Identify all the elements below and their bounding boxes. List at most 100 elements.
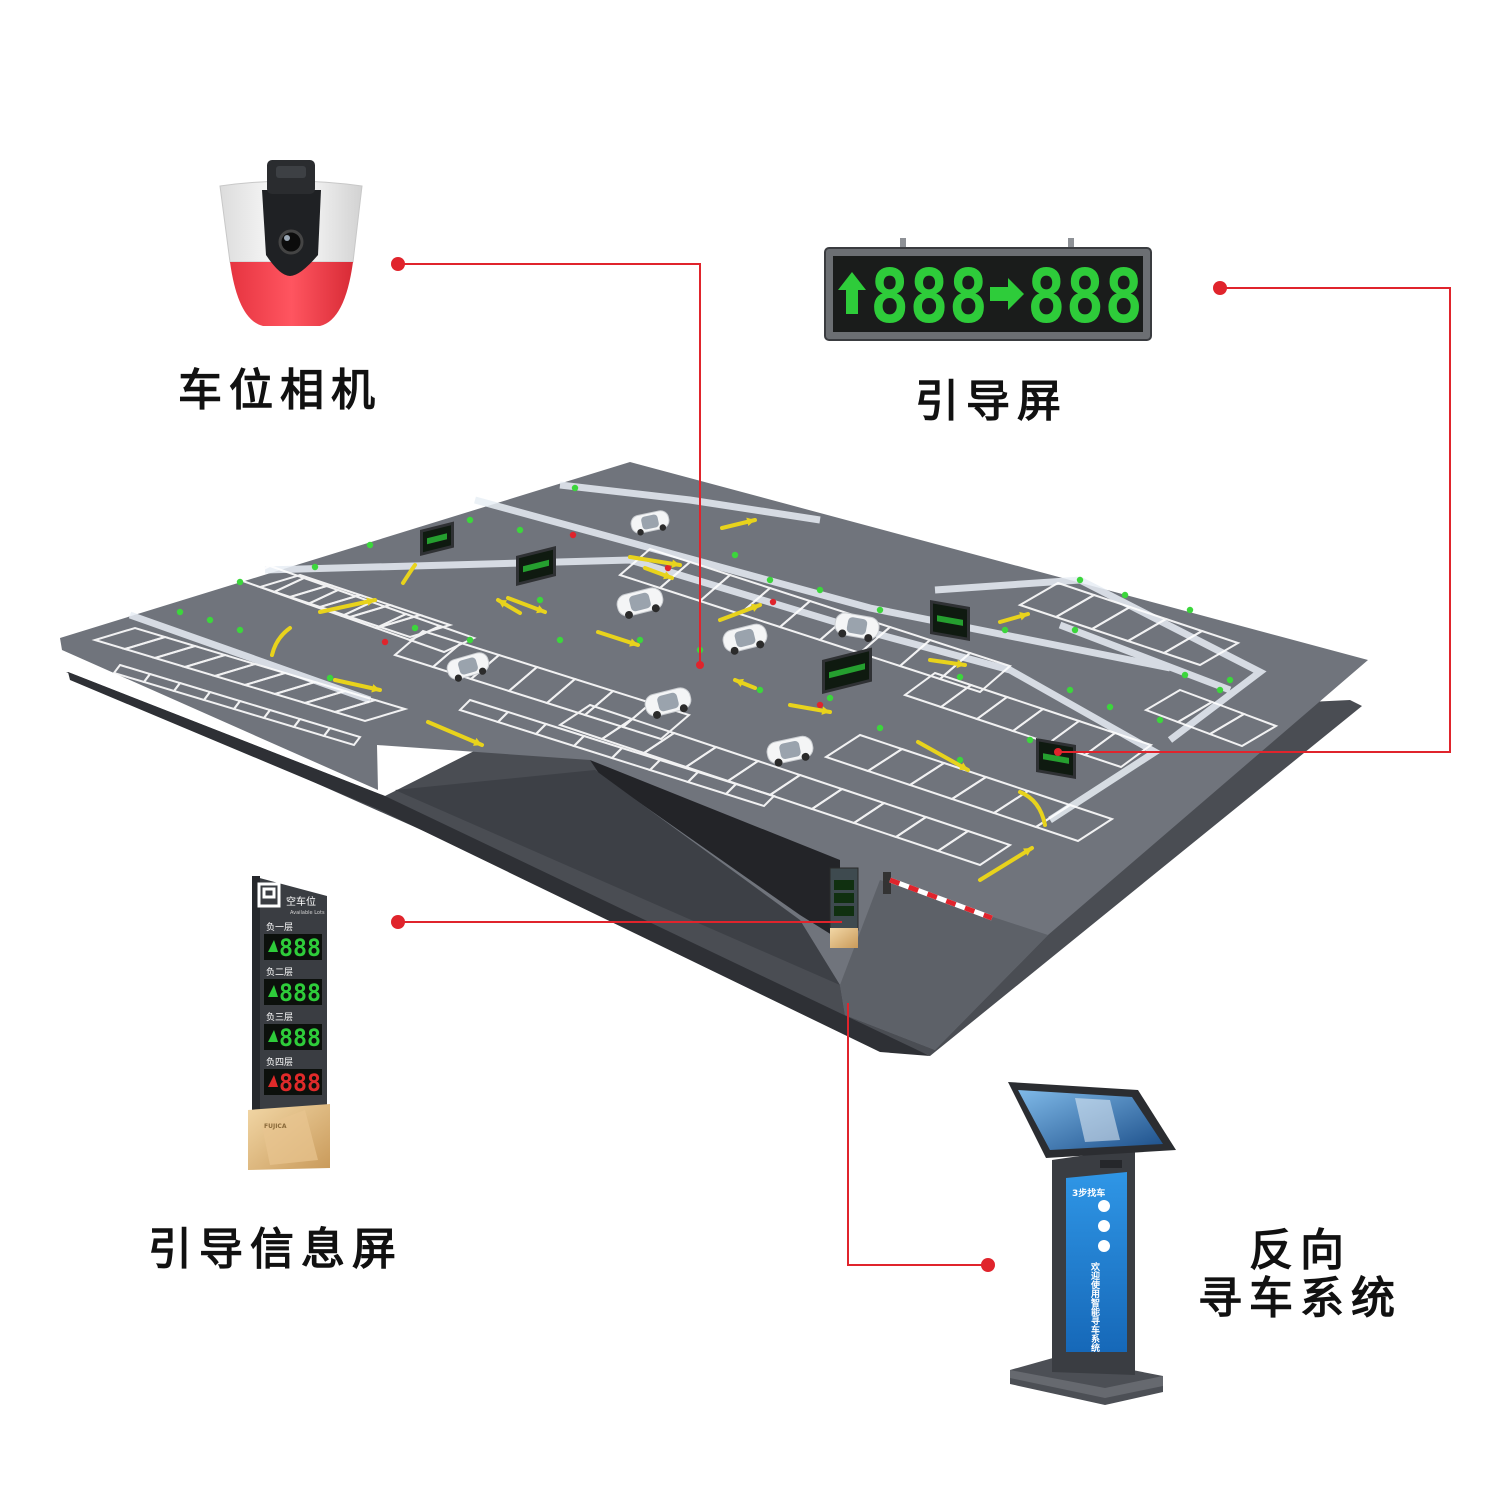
- label-search-system-line1: 反向: [1249, 1225, 1351, 1276]
- car: [630, 510, 670, 536]
- green-light-icon: [1026, 736, 1034, 744]
- parking-space: [322, 726, 362, 747]
- floor-guide-screen: [1036, 738, 1076, 780]
- floor-arrow-head-icon: [1023, 848, 1032, 856]
- search-kiosk-product: 3步找车 欢迎使用智能寻车系统: [1008, 1082, 1176, 1405]
- right-arrow-icon: [990, 278, 1024, 310]
- green-light-icon: [411, 624, 419, 632]
- parking-space: [935, 829, 1013, 867]
- green-light-icon: [731, 551, 739, 559]
- car: [616, 587, 664, 619]
- floor-arrow-head-icon: [959, 762, 968, 770]
- up-arrow-icon: [838, 272, 866, 314]
- totem-floor-arrow-icon: [268, 1075, 278, 1087]
- totem-header-cn: 空车位: [286, 895, 316, 908]
- ramp-shadow: [590, 760, 840, 940]
- green-light-icon: [1071, 626, 1079, 634]
- totem-floor-label: 负一层: [266, 921, 293, 933]
- green-light-icon: [876, 606, 884, 614]
- spot-lights: [176, 484, 1234, 764]
- floor-arrow-head-icon: [956, 659, 965, 669]
- red-light-icon: [816, 701, 824, 709]
- green-light-icon: [1156, 716, 1164, 724]
- floor-arrow-icon: [916, 740, 970, 772]
- curved-arrow-icon: [1018, 790, 1047, 827]
- green-light-icon: [536, 596, 544, 604]
- kiosk-welcome-text: 欢迎使用智能寻车系统: [1089, 1261, 1101, 1353]
- red-light-icon: [569, 531, 577, 539]
- totem-floor-label: 负四层: [266, 1056, 293, 1068]
- car: [834, 612, 880, 643]
- green-light-icon: [366, 541, 374, 549]
- entrance-ramp: [840, 880, 1048, 1050]
- floor-arrow-icon: [978, 846, 1034, 882]
- parking-space: [331, 698, 409, 723]
- green-light-icon: [176, 608, 184, 616]
- totem-floor-value: 888: [279, 1069, 321, 1097]
- kiosk-step-icons: [1098, 1200, 1110, 1252]
- entrance-info-screen: [829, 867, 859, 948]
- parking-p-icon: [257, 882, 281, 908]
- totem-floor-value: 888: [279, 934, 321, 962]
- lower-level-dark: [68, 672, 930, 1056]
- green-light-icon: [876, 724, 884, 732]
- camera-red-band: [230, 262, 353, 326]
- green-light-icon: [311, 563, 319, 571]
- floor-arrow-icon: [426, 720, 484, 747]
- floor-guide-screens: [420, 521, 1076, 780]
- green-light-icon: [1226, 676, 1234, 684]
- green-light-icon: [756, 686, 764, 694]
- parking-garage: [60, 462, 1368, 1056]
- curved-arrow-icon: [401, 563, 417, 585]
- totem-floor-label: 负三层: [266, 1011, 293, 1023]
- totem-floor-value: 888: [279, 979, 321, 1007]
- floor-arrow-icon: [318, 598, 377, 614]
- totem-header-en: Available Lots: [290, 910, 325, 916]
- camera-lens: [278, 229, 304, 255]
- totem-floor-arrow-icon: [268, 985, 278, 997]
- floor-arrow-head-icon: [735, 678, 744, 687]
- red-light-icon: [664, 564, 672, 572]
- green-light-icon: [816, 586, 824, 594]
- green-light-icon: [766, 576, 774, 584]
- ramp-shadow-2: [395, 770, 840, 985]
- car: [722, 623, 768, 655]
- label-guide-screen: 引导屏: [915, 376, 1068, 427]
- floor-arrow-head-icon: [473, 737, 482, 746]
- parking-space: [1207, 712, 1279, 748]
- kiosk-blue-panel: [1066, 1172, 1127, 1352]
- parking-space: [376, 613, 454, 639]
- green-light-icon: [236, 626, 244, 634]
- floor-arrow-head-icon: [536, 605, 545, 614]
- green-light-icon: [466, 636, 474, 644]
- car: [644, 687, 692, 719]
- guide-screen-product: 888 888: [824, 238, 1152, 341]
- green-light-icon: [1181, 671, 1189, 679]
- floor-guide-screen: [822, 647, 872, 694]
- floor-arrow-head-icon: [663, 571, 672, 580]
- floor-arrow-head-icon: [498, 600, 507, 608]
- floor-arrow-icon: [628, 555, 682, 567]
- info-screen-product: 空车位 Available Lots 负一层888负二层888负三层888负四层…: [248, 876, 330, 1170]
- floor-arrow-head-icon: [629, 638, 638, 647]
- guide-screen-leader-line: [1058, 287, 1451, 753]
- green-light-icon: [1121, 591, 1129, 599]
- search-system-leader-line: [847, 1003, 988, 1266]
- leader-lines: [398, 263, 1451, 1266]
- green-light-icon: [956, 673, 964, 681]
- cars: [446, 510, 880, 767]
- parking-space: [1082, 731, 1154, 769]
- barrier-gate: [883, 872, 993, 921]
- red-light-icon: [769, 598, 777, 606]
- guide-screen-right-digits: 888: [1027, 254, 1143, 340]
- green-light-icon: [1066, 686, 1074, 694]
- totem-floor-arrow-icon: [268, 1030, 278, 1042]
- label-parking-camera: 车位相机: [178, 365, 382, 416]
- green-light-icon: [571, 484, 579, 492]
- car: [446, 652, 490, 682]
- upper-level-floor: [60, 462, 1368, 1050]
- green-light-icon: [826, 694, 834, 702]
- parking-camera-product: [219, 160, 363, 326]
